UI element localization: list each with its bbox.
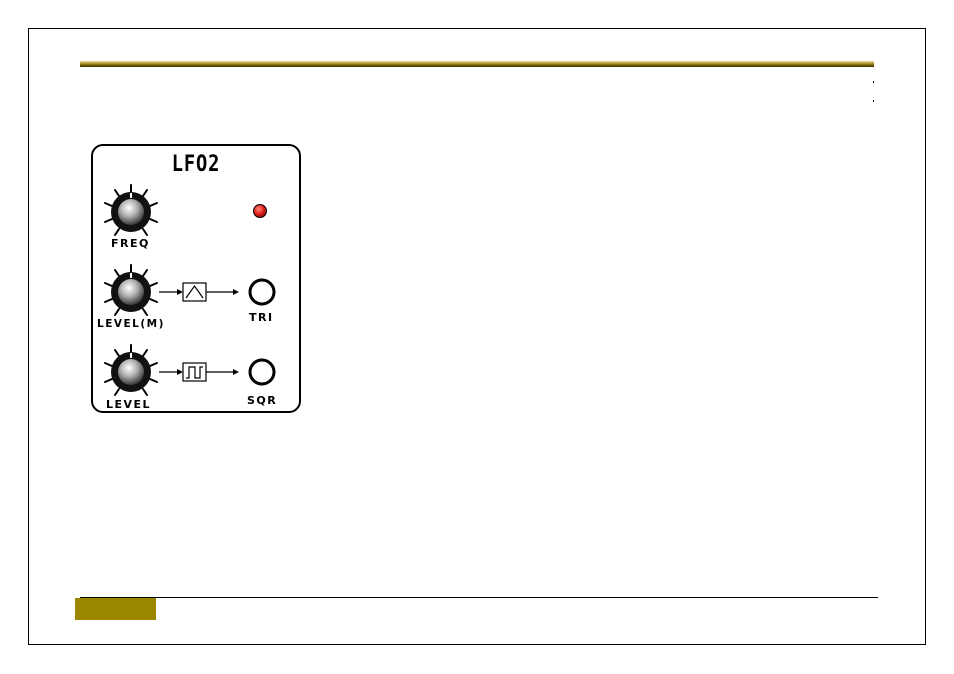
sqr-output-jack[interactable] (250, 360, 274, 384)
led-indicator (254, 205, 267, 218)
margin-tick (873, 81, 874, 83)
level-knob-label: LEVEL (106, 398, 151, 411)
lfo2-module-panel: LFO2 (91, 144, 301, 413)
sqr-signal-path (159, 363, 239, 381)
level-m-knob-label: LEVEL(M) (97, 318, 165, 330)
freq-knob-label: FREQ (111, 237, 150, 250)
level-knob[interactable] (105, 345, 157, 395)
tri-signal-path (159, 283, 239, 301)
freq-knob[interactable] (105, 185, 157, 235)
margin-tick (873, 100, 874, 102)
tri-output-label: TRI (249, 311, 274, 324)
level-m-knob[interactable] (105, 265, 157, 315)
header-rule (80, 61, 874, 67)
square-wave-icon (186, 367, 203, 378)
sqr-output-label: SQR (247, 394, 277, 407)
footer-tab (75, 598, 156, 620)
footer-rule (80, 597, 878, 598)
module-graphics (93, 146, 303, 415)
tri-output-jack[interactable] (250, 280, 274, 304)
